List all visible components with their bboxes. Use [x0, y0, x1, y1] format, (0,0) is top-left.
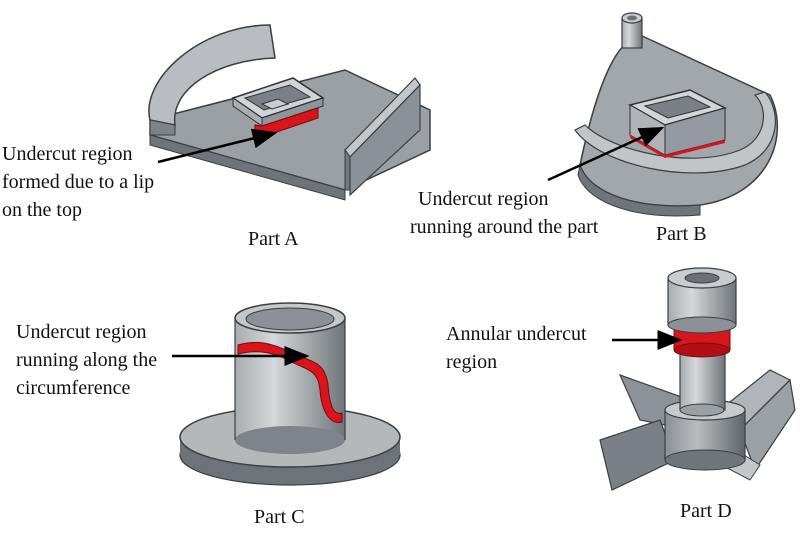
part-c-annotation-line-2: running along the: [16, 349, 157, 371]
part-b-annotation-line-2: running around the part: [410, 216, 599, 238]
part-c-caption: Part C: [254, 506, 305, 528]
part-c-annotation-line-1: Undercut region: [16, 321, 147, 343]
part-d-model: [599, 267, 796, 491]
part-a-model: [148, 24, 431, 201]
part-b-annotation-line-1: Undercut region: [418, 188, 549, 210]
part-b-model: [574, 12, 778, 217]
part-a-annotation-line-2: formed due to a lip: [2, 171, 154, 193]
part-b-annotation: Undercut region running around the part: [410, 188, 599, 238]
part-c-annotation: Undercut region running along the circum…: [16, 321, 157, 399]
part-c-annotation-line-3: circumference: [16, 377, 130, 399]
part-d-annotation: Annular undercut region: [446, 323, 587, 373]
part-c-model: [179, 302, 401, 486]
part-d-annotation-line-2: region: [446, 351, 497, 373]
part-d-annotation-line-1: Annular undercut: [446, 323, 587, 345]
part-a-caption: Part A: [248, 228, 299, 250]
part-a-annotation: Undercut region formed due to a lip on t…: [2, 143, 154, 221]
part-a-annotation-line-3: on the top: [2, 199, 82, 221]
part-b-caption: Part B: [656, 223, 707, 245]
part-d-caption: Part D: [680, 500, 732, 522]
part-a-annotation-line-1: Undercut region: [2, 143, 133, 165]
part-a-arrow: [157, 128, 278, 164]
part-b-arrow: [547, 126, 665, 182]
